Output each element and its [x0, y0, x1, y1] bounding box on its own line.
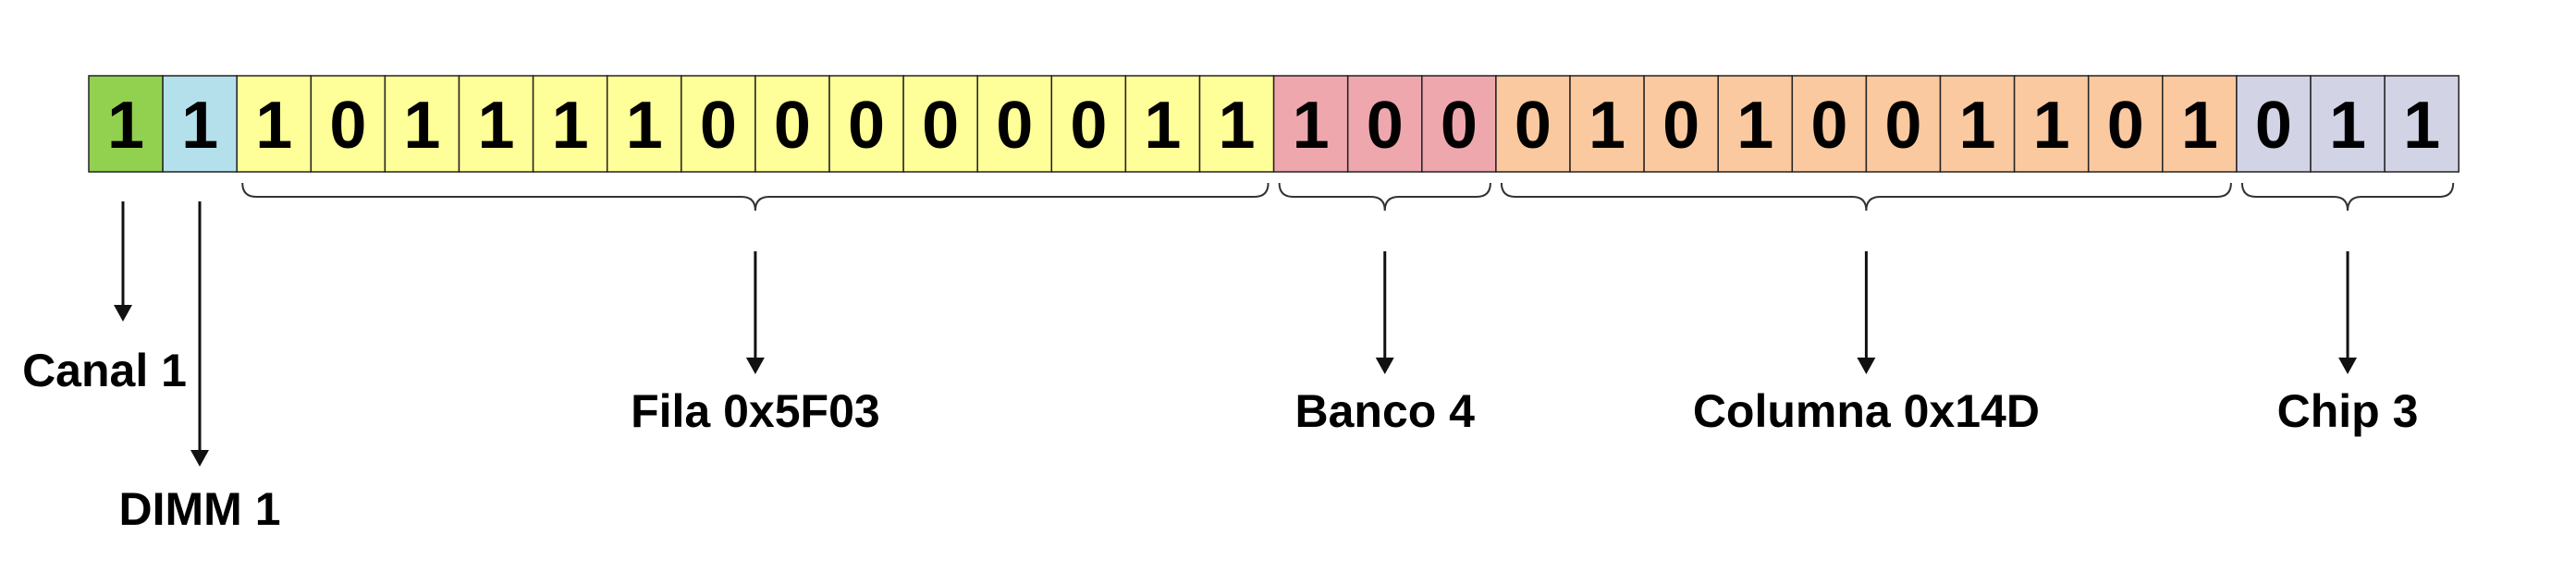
bit-cell	[2013, 75, 2090, 173]
arrow-dimm	[190, 201, 209, 467]
bit-cell	[1198, 75, 1275, 173]
bit-value: 0	[700, 89, 737, 163]
bit-value: 1	[1144, 89, 1181, 163]
bit-value: 0	[1367, 89, 1404, 163]
bit-value: 1	[1219, 89, 1256, 163]
bit-cell	[1495, 75, 1571, 173]
label-banco: Banco 4	[1294, 385, 1475, 437]
bit-value: 0	[329, 89, 366, 163]
bit-value: 1	[626, 89, 663, 163]
bit-value: 0	[1441, 89, 1478, 163]
bit-value: 1	[2329, 89, 2366, 163]
arrow-canal	[114, 201, 132, 322]
bit-cell	[1569, 75, 1645, 173]
bit-cell	[2384, 75, 2459, 173]
bit-value: 1	[255, 89, 292, 163]
bit-value: 0	[1662, 89, 1699, 163]
bit-cell	[1346, 75, 1423, 173]
bit-cell	[88, 75, 164, 173]
bit-cell	[1421, 75, 1497, 173]
bit-value: 0	[848, 89, 885, 163]
bit-cell	[1272, 75, 1349, 173]
arrow-chip	[2338, 251, 2358, 374]
bit-cell	[532, 75, 608, 173]
bit-value: 0	[1070, 89, 1107, 163]
bit-value: 1	[1959, 89, 1996, 163]
bit-value: 1	[552, 89, 589, 163]
bit-value: 0	[1515, 89, 1552, 163]
bit-cell	[2310, 75, 2386, 173]
label-chip: Chip 3	[2277, 385, 2419, 437]
bit-value: 0	[2107, 89, 2144, 163]
bit-value: 1	[1589, 89, 1625, 163]
bit-value: 1	[1736, 89, 1773, 163]
arrow-columna	[1857, 251, 1876, 374]
label-columna: Columna 0x14D	[1693, 385, 2040, 437]
bit-cell	[1717, 75, 1794, 173]
field-arrows	[114, 201, 2358, 467]
bit-value: 1	[2403, 89, 2440, 163]
field-braces	[241, 182, 2455, 212]
bit-cell	[2087, 75, 2164, 173]
bit-cell	[902, 75, 978, 173]
field-labels: Canal 1 DIMM 1 Fila 0x5F03 Banco 4 Columna 0…	[22, 345, 2418, 535]
bit-value: 0	[1884, 89, 1921, 163]
bit-value: 1	[2181, 89, 2218, 163]
bit-value: 1	[1293, 89, 1330, 163]
bit-cell	[606, 75, 682, 173]
bit-cell	[1865, 75, 1942, 173]
bit-cell	[458, 75, 534, 173]
brace-columna	[1500, 182, 2232, 212]
bit-value: 0	[1810, 89, 1847, 163]
bit-value: 0	[996, 89, 1033, 163]
bit-value: 1	[2033, 89, 2070, 163]
label-canal: Canal 1	[22, 345, 187, 396]
bit-cell	[1050, 75, 1127, 173]
bit-cell	[681, 75, 756, 173]
bit-value: 1	[478, 89, 515, 163]
bit-cell	[236, 75, 313, 173]
bit-value: 0	[774, 89, 811, 163]
arrow-banco	[1375, 251, 1394, 374]
field-canal-bits: 1	[88, 75, 164, 173]
bit-value: 0	[922, 89, 959, 163]
bit-value: 1	[403, 89, 440, 163]
bit-cell	[384, 75, 460, 173]
bit-cell	[1643, 75, 1719, 173]
bit-cell	[162, 75, 238, 173]
bit-value: 1	[181, 89, 218, 163]
arrow-fila	[745, 251, 765, 374]
brace-banco	[1278, 182, 1491, 212]
brace-fila	[241, 182, 1270, 212]
bit-cell	[754, 75, 830, 173]
label-dimm: DIMM 1	[119, 483, 281, 535]
field-dimm-bits: 1	[162, 75, 238, 173]
brace-chip	[2240, 182, 2455, 212]
bit-cell	[2162, 75, 2238, 173]
bit-cell	[976, 75, 1053, 173]
label-fila: Fila 0x5F03	[631, 385, 880, 437]
bit-value: 0	[2255, 89, 2292, 163]
bit-value: 1	[107, 89, 144, 163]
